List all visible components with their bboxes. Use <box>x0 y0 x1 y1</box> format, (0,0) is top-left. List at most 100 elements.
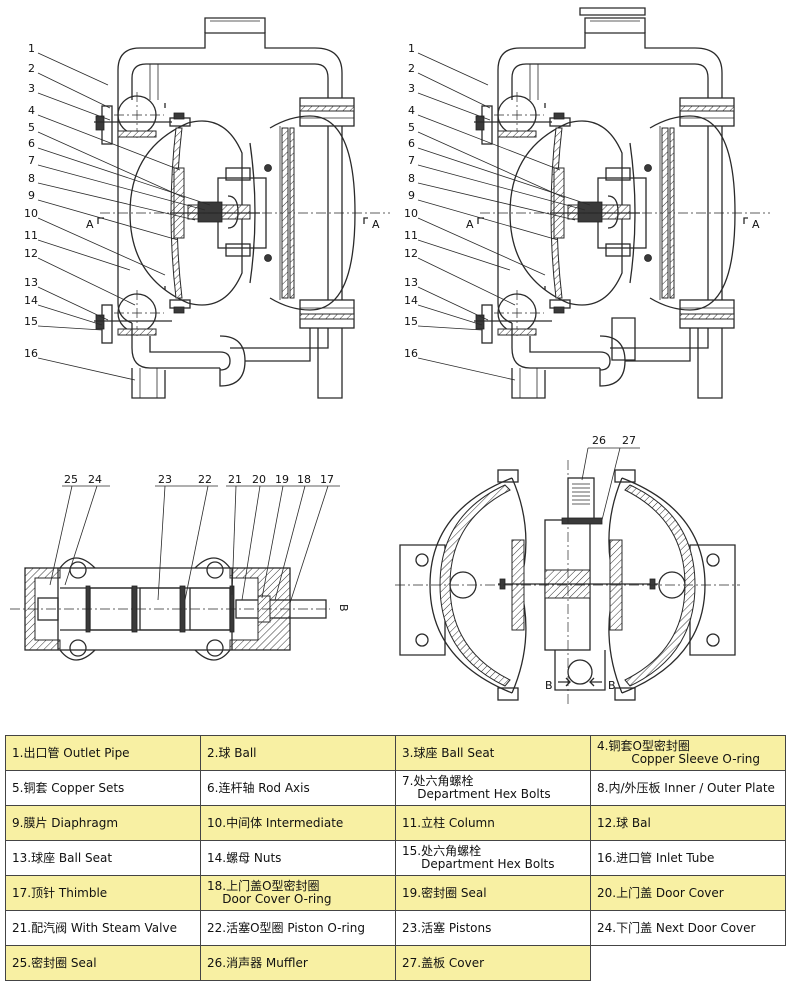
legend-cell: 23.活塞 Pistons <box>395 910 591 946</box>
view2-callout-14: 14 <box>404 294 418 307</box>
part-label: 2.球 Ball <box>207 745 257 760</box>
view4-section-mark-b-right: B <box>608 679 616 692</box>
legend-cell: 22.活塞O型圈 Piston O-ring <box>200 910 396 946</box>
view2-callout-15: 15 <box>404 315 418 328</box>
view3-callout-19: 19 <box>275 473 289 486</box>
view2-callout-7: 7 <box>408 154 415 167</box>
view3-callout-22: 22 <box>198 473 212 486</box>
legend-cell: 3.球座 Ball Seat <box>395 735 591 771</box>
view2-callout-10: 10 <box>404 207 418 220</box>
view1-callout-8: 8 <box>28 172 35 185</box>
view3-callout-25: 25 <box>64 473 78 486</box>
view2-callout-1: 1 <box>408 42 415 55</box>
legend-cell: 4.铜套O型密封圈 Copper Sleeve O-ring <box>590 735 786 771</box>
view4-section-mark-b-left: B <box>545 679 553 692</box>
part-label: 21.配汽阀 With Steam Valve <box>12 920 177 935</box>
legend-row: 5.铜套 Copper Sets 6.连杆轴 Rod Axis 7.处六角螺栓 De… <box>5 770 786 806</box>
view1-callout-2: 2 <box>28 62 35 75</box>
part-label: 13.球座 Ball Seat <box>12 850 113 865</box>
view2-callout-11: 11 <box>404 229 418 242</box>
view1-callout-13: 13 <box>24 276 38 289</box>
pump-top-section-view: 26 27 B B <box>395 434 740 705</box>
view1-callout-12: 12 <box>24 247 38 260</box>
part-label: 5.铜套 Copper Sets <box>12 780 125 795</box>
view2-section-mark-left: A <box>466 218 474 231</box>
legend-cell: 14.螺母 Nuts <box>200 840 396 876</box>
part-label: 1.出口管 Outlet Pipe <box>12 745 130 760</box>
view2-callout-9: 9 <box>408 189 415 202</box>
view3-callout-17: 17 <box>320 473 334 486</box>
legend-cell: 16.进口管 Inlet Tube <box>590 840 786 876</box>
view1-section-mark-right: A <box>372 218 380 231</box>
legend-cell: 17.顶针 Thimble <box>5 875 201 911</box>
view2-callout-12: 12 <box>404 247 418 260</box>
view3-callout-18: 18 <box>297 473 311 486</box>
view3-callout-23: 23 <box>158 473 172 486</box>
part-label: 7.处六角螺栓 Department Hex Bolts <box>402 774 551 801</box>
legend-cell: 24.下门盖 Next Door Cover <box>590 910 786 946</box>
legend-row: 17.顶针 Thimble 18.上门盖O型密封圈 Door Cover O-ri… <box>5 875 786 911</box>
view1-callout-4: 4 <box>28 104 35 117</box>
view1-callout-14: 14 <box>24 294 38 307</box>
part-label: 25.密封圈 Seal <box>12 955 97 970</box>
view2-callout-3: 3 <box>408 82 415 95</box>
view2-callout-16: 16 <box>404 347 418 360</box>
legend-cell: 5.铜套 Copper Sets <box>5 770 201 806</box>
view2-callout-2: 2 <box>408 62 415 75</box>
legend-row: 13.球座 Ball Seat 14.螺母 Nuts 15.处六角螺栓 Depart… <box>5 840 786 876</box>
part-label: 26.消声器 Muffler <box>207 955 308 970</box>
view2-callout-4: 4 <box>408 104 415 117</box>
part-label: 17.顶针 Thimble <box>12 885 108 900</box>
view1-callout-15: 15 <box>24 315 38 328</box>
part-label: 14.螺母 Nuts <box>207 850 282 865</box>
legend-cell: 13.球座 Ball Seat <box>5 840 201 876</box>
part-label: 27.盖板 Cover <box>402 955 485 970</box>
part-label: 23.活塞 Pistons <box>402 920 492 935</box>
view1-callout-16: 16 <box>24 347 38 360</box>
view4-callout-27: 27 <box>622 434 636 447</box>
legend-cell: 2.球 Ball <box>200 735 396 771</box>
legend-cell: 27.盖板 Cover <box>395 945 591 981</box>
legend-cell: 21.配汽阀 With Steam Valve <box>5 910 201 946</box>
view2-section-mark-right: A <box>752 218 760 231</box>
part-label: 16.进口管 Inlet Tube <box>597 850 715 865</box>
part-label: 20.上门盖 Door Cover <box>597 885 724 900</box>
view1-callout-6: 6 <box>28 137 35 150</box>
air-valve-section-view: 25 24 23 22 21 20 19 18 17 B <box>10 473 350 661</box>
view1-callout-7: 7 <box>28 154 35 167</box>
part-label: 4.铜套O型密封圈 Copper Sleeve O-ring <box>597 739 761 766</box>
pump-cross-section-drawing: 1 2 3 4 5 6 7 8 9 10 11 12 13 14 15 16 A… <box>10 7 771 705</box>
part-label: 10.中间体 Intermediate <box>207 815 344 830</box>
part-label: 6.连杆轴 Rod Axis <box>207 780 310 795</box>
view1-callout-10: 10 <box>24 207 38 220</box>
pump-front-section-view-2: 1 2 3 4 5 6 7 8 9 10 11 12 13 14 15 16 A… <box>404 7 771 399</box>
part-label: 9.膜片 Diaphragm <box>12 815 119 830</box>
legend-cell: 10.中间体 Intermediate <box>200 805 396 841</box>
legend-cell: 6.连杆轴 Rod Axis <box>200 770 396 806</box>
part-label: 19.密封圈 Seal <box>402 885 487 900</box>
legend-cell: 26.消声器 Muffler <box>200 945 396 981</box>
legend-cell: 20.上门盖 Door Cover <box>590 875 786 911</box>
part-label: 12.球 Bal <box>597 815 651 830</box>
view1-callout-9: 9 <box>28 189 35 202</box>
part-label: 15.处六角螺栓 Department Hex Bolts <box>402 844 555 871</box>
view1-callout-5: 5 <box>28 121 35 134</box>
legend-cell: 7.处六角螺栓 Department Hex Bolts <box>395 770 591 806</box>
legend-cell: 11.立柱 Column <box>395 805 591 841</box>
view2-callout-13: 13 <box>404 276 418 289</box>
legend-row: 25.密封圈 Seal 26.消声器 Muffler 27.盖板 Cover <box>5 945 786 981</box>
view3-callout-21: 21 <box>228 473 242 486</box>
view3-callout-24: 24 <box>88 473 102 486</box>
part-label: 8.内/外压板 Inner / Outer Plate <box>597 780 775 795</box>
view3-section-mark-b: B <box>337 604 350 612</box>
legend-cell: 1.出口管 Outlet Pipe <box>5 735 201 771</box>
view4-callout-26: 26 <box>592 434 606 447</box>
legend-cell: 8.内/外压板 Inner / Outer Plate <box>590 770 786 806</box>
view2-callout-5: 5 <box>408 121 415 134</box>
legend-cell: 12.球 Bal <box>590 805 786 841</box>
part-label: 18.上门盖O型密封圈 Door Cover O-ring <box>207 879 332 906</box>
view3-callout-20: 20 <box>252 473 266 486</box>
pump-front-section-view-1: 1 2 3 4 5 6 7 8 9 10 11 12 13 14 15 16 A… <box>24 17 391 399</box>
